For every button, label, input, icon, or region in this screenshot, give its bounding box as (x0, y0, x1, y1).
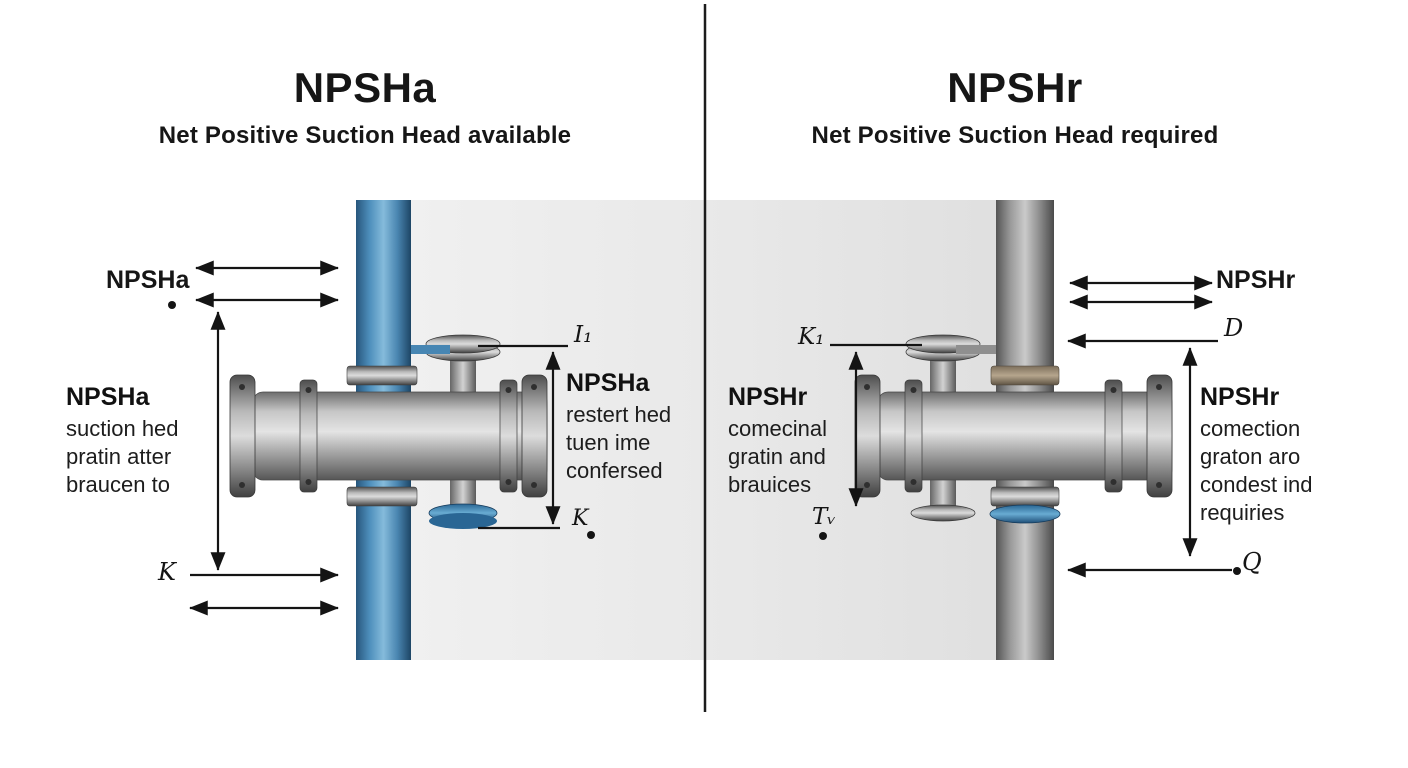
reference-dots (168, 301, 1241, 575)
blue-collar (989, 504, 1061, 524)
bottom-wafer-flange (910, 504, 976, 522)
bracket-arm (956, 345, 996, 354)
note-heading: NPSHr (1200, 383, 1280, 411)
left-inner-note: NPSHa restert hed tuen ime confersed (566, 368, 736, 485)
left-pump-assembly (229, 200, 548, 660)
k-inner-label: K (572, 506, 589, 531)
left-panel-title: NPSHa (293, 64, 437, 111)
note-line: comection (1200, 416, 1301, 441)
tan-pipe-flange (990, 365, 1060, 386)
q-label: Q (1242, 548, 1262, 576)
note-line: graton aro (1200, 444, 1301, 469)
note-line: condest ind (1200, 472, 1313, 497)
right-panel-subtitle: Net Positive Suction Head required (811, 122, 1219, 149)
right-outer-note: NPSHr comection graton aro condest ind r… (1200, 382, 1380, 527)
note-line: restert hed (566, 402, 672, 427)
pipe-bottom-flange (346, 486, 418, 507)
tv-label: Tᵥ (812, 504, 836, 530)
end-cap-flange (229, 374, 256, 498)
right-inner-note: NPSHr comecinal gratin and brauices (728, 382, 898, 499)
note-line: brauices (728, 472, 812, 497)
note-heading: NPSHa (566, 369, 650, 397)
right-panel-title: NPSHr (947, 64, 1083, 111)
flange-ring (1104, 379, 1123, 493)
note-line: confersed (566, 458, 663, 483)
note-heading: NPSHr (728, 383, 808, 411)
d-label: D (1224, 314, 1244, 342)
note-line: pratin atter (66, 444, 172, 469)
flange-bolts (239, 384, 537, 488)
note-heading: NPSHa (66, 383, 150, 411)
dimension-arrows (189, 260, 1232, 616)
note-line: requiries (1200, 500, 1285, 525)
note-line: comecinal (728, 416, 828, 441)
left-panel-subtitle: Net Positive Suction Head available (158, 122, 572, 149)
note-line: tuen ime (566, 430, 651, 455)
note-line: suction hed (66, 416, 179, 441)
npsha-dimension-label: NPSHa (106, 266, 190, 294)
npshr-dimension-label: NPSHr (1216, 266, 1296, 294)
flange-ring (904, 379, 923, 493)
flange-ring (299, 379, 318, 493)
i1-label: I₁ (574, 322, 593, 348)
left-outer-note: NPSHa suction hed pratin atter braucen t… (66, 382, 266, 499)
flange-bolts (864, 384, 1162, 488)
pipe-bottom-flange (990, 486, 1060, 507)
end-cap-flange (521, 374, 548, 498)
note-line: gratin and (728, 444, 826, 469)
note-line: braucen to (66, 472, 170, 497)
blue-bracket-arm (411, 345, 450, 354)
k-left-label: K (158, 558, 176, 586)
end-cap-flange (1146, 374, 1173, 498)
pipe-top-flange (346, 365, 418, 386)
blue-wafer-valve (429, 513, 497, 529)
flange-ring (499, 379, 518, 493)
k1-label: K₁ (798, 324, 825, 350)
